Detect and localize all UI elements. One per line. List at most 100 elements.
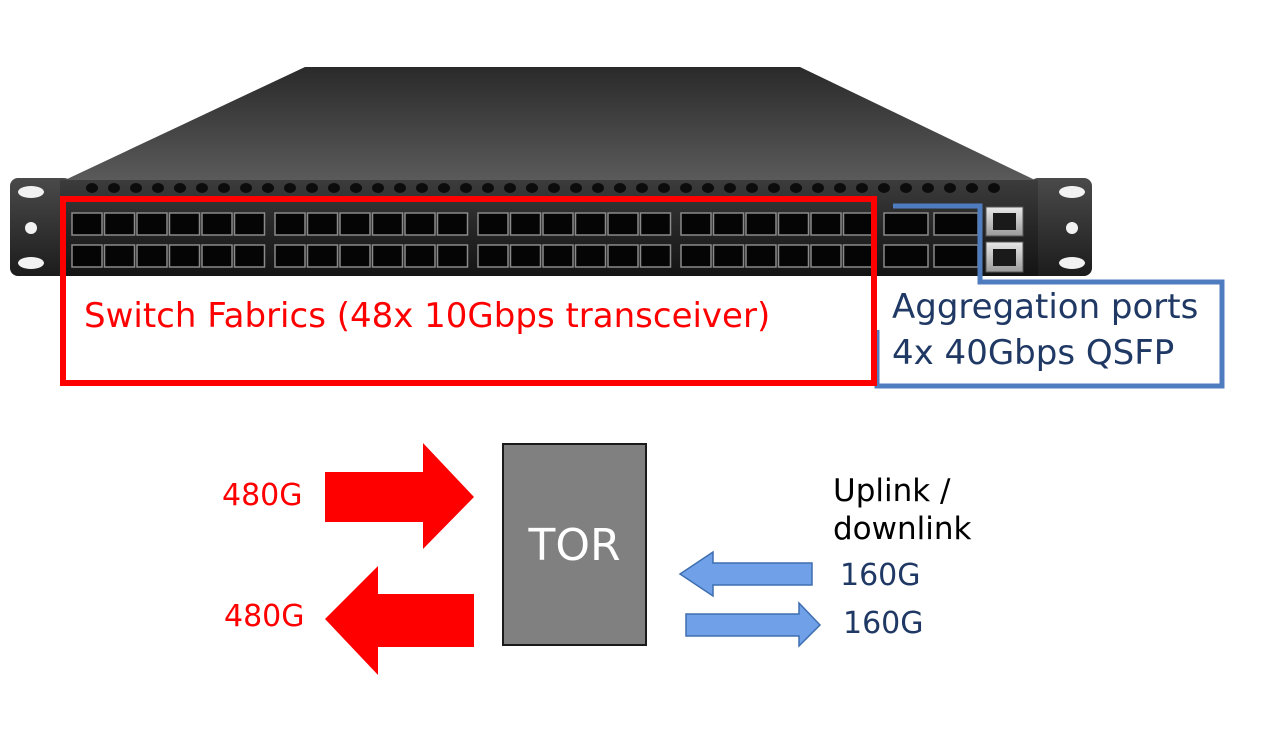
sfp-port <box>574 244 607 268</box>
vent-hole <box>878 183 890 193</box>
vent-hole <box>262 183 274 193</box>
sfp-port <box>136 244 168 268</box>
vent-hole <box>658 183 670 193</box>
uplink-arrow <box>678 550 813 598</box>
vent-hole <box>130 183 142 193</box>
vent-hole <box>834 183 846 193</box>
rj45-port-bottom-slot <box>993 249 1016 266</box>
vent-hole <box>306 183 318 193</box>
vent-hole <box>856 183 868 193</box>
vent-hole <box>218 183 230 193</box>
vent-hole <box>350 183 362 193</box>
vent-hole <box>108 183 120 193</box>
tor-box <box>502 443 647 646</box>
vent-hole <box>526 183 538 193</box>
sfp-port <box>168 244 201 268</box>
rj45-port-top-slot <box>993 213 1016 230</box>
uplink-downlink-title: Uplink / downlink <box>833 472 971 548</box>
vent-hole <box>504 183 516 193</box>
ear-hole-right-top <box>1059 186 1085 198</box>
sfp-port <box>542 244 574 268</box>
sfp-port <box>274 244 306 268</box>
downlink-arrow <box>685 601 822 648</box>
vent-hole <box>460 183 472 193</box>
sfp-port <box>136 212 168 236</box>
switch-chassis <box>10 67 1092 276</box>
vent-hole <box>746 183 758 193</box>
sfp-port <box>842 212 875 236</box>
sfp-port <box>639 212 672 236</box>
sfp-port <box>371 212 404 236</box>
vent-hole <box>790 183 802 193</box>
vent-hole <box>372 183 384 193</box>
aggregation-label-line-2: 4x 40Gbps QSFP <box>892 333 1175 373</box>
sfp-port <box>306 212 339 236</box>
sfp-port <box>712 212 745 236</box>
sfp-port <box>103 244 136 268</box>
egress-bandwidth-label: 480G <box>224 599 305 634</box>
sfp-port <box>436 244 469 268</box>
sfp-port <box>404 244 436 268</box>
vent-hole <box>548 183 560 193</box>
sfp-port <box>71 212 103 236</box>
ear-hole-left-bottom <box>18 257 44 269</box>
vent-hole <box>812 183 824 193</box>
ear-hole-left-top <box>18 186 44 198</box>
vent-hole <box>614 183 626 193</box>
sfp-port <box>371 244 404 268</box>
sfp-port <box>274 212 306 236</box>
sfp-port <box>233 212 266 236</box>
sfp-port <box>168 212 201 236</box>
vent-hole <box>174 183 186 193</box>
sfp-port <box>404 212 436 236</box>
vent-hole <box>768 183 780 193</box>
sfp-port <box>810 212 842 236</box>
ear-hole-right-bottom <box>1059 257 1085 269</box>
sfp-port <box>842 244 875 268</box>
vent-hole <box>702 183 714 193</box>
sfp-port <box>680 244 712 268</box>
sfp-port <box>745 212 777 236</box>
sfp-port <box>542 212 574 236</box>
switch-top-cover <box>65 67 1035 180</box>
tor-label: TOR <box>528 520 621 571</box>
vent-hole <box>922 183 934 193</box>
sfp-port <box>810 244 842 268</box>
sfp-port-grid <box>71 212 979 268</box>
sfp-port <box>477 212 509 236</box>
sfp-port <box>233 244 266 268</box>
sfp-port <box>71 244 103 268</box>
downlink-bandwidth-label: 160G <box>843 606 924 641</box>
aggregation-label-line-1: Aggregation ports <box>892 287 1199 327</box>
ear-screw-left <box>25 222 37 234</box>
vent-holes <box>86 183 1000 193</box>
rj45-port-bottom <box>985 241 1024 273</box>
vent-hole <box>592 183 604 193</box>
sfp-port <box>680 212 712 236</box>
vent-hole <box>196 183 208 193</box>
sfp-port <box>103 212 136 236</box>
vent-hole <box>570 183 582 193</box>
ingress-arrow <box>325 443 474 549</box>
rack-ear-left <box>10 178 72 276</box>
qsfp-port <box>883 244 929 268</box>
link-title-line-2: downlink <box>833 511 972 547</box>
sfp-port <box>436 212 469 236</box>
qsfp-port <box>933 244 979 268</box>
sfp-port <box>509 212 542 236</box>
vent-hole <box>416 183 428 193</box>
sfp-port <box>339 244 371 268</box>
vent-hole <box>636 183 648 193</box>
vent-hole <box>240 183 252 193</box>
sfp-port <box>574 212 607 236</box>
qsfp-port <box>933 212 979 236</box>
sfp-port <box>477 244 509 268</box>
ear-screw-right <box>1066 222 1078 234</box>
rj45-port-top <box>985 206 1024 237</box>
vent-hole <box>988 183 1000 193</box>
vent-hole <box>284 183 296 193</box>
sfp-port <box>745 244 777 268</box>
ingress-bandwidth-label: 480G <box>222 478 303 513</box>
